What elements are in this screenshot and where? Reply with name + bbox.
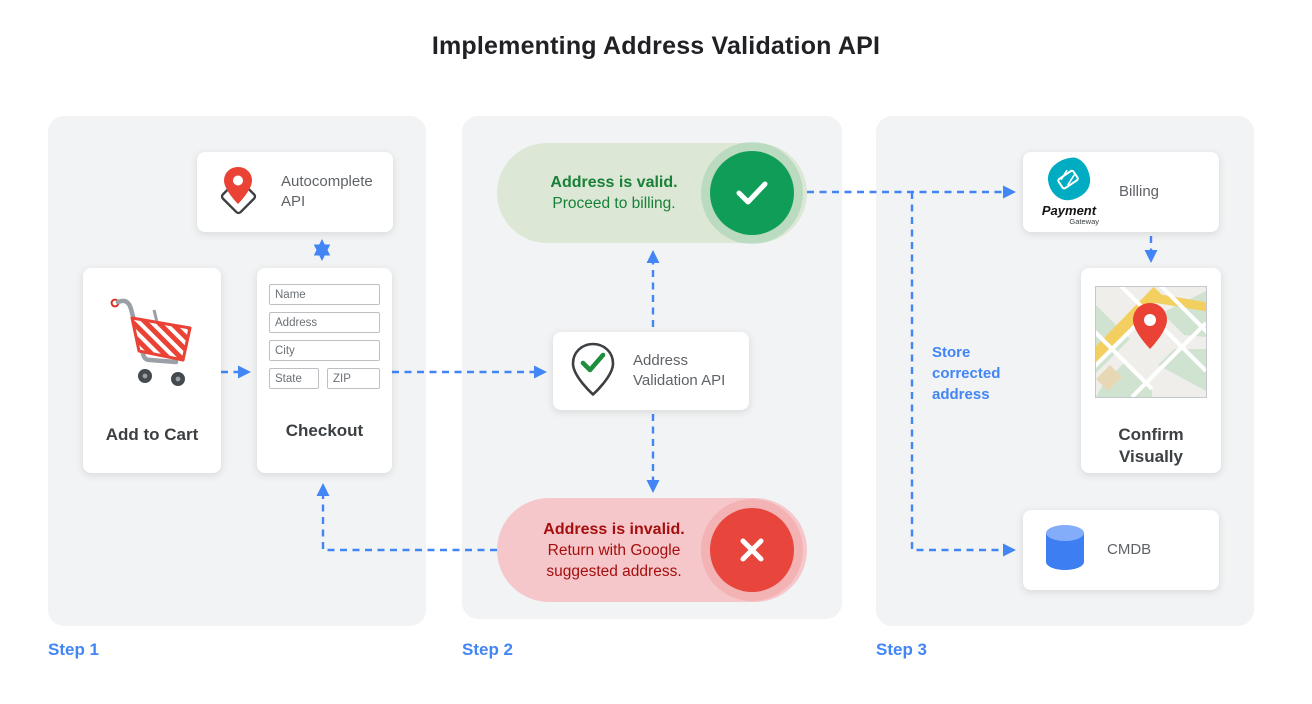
page-title: Implementing Address Validation API	[431, 32, 881, 60]
address-valid-title: Address is valid.	[550, 174, 678, 191]
checkout-card: Checkout	[257, 268, 392, 473]
cmdb-card: CMDB	[1023, 510, 1219, 590]
address-invalid-text: Address is invalid. Return with Google s…	[519, 498, 709, 602]
checkout-form	[257, 268, 392, 389]
map-pin-diamond-icon	[209, 161, 267, 224]
address-invalid-subtitle: Return with Google suggested address.	[546, 541, 682, 580]
payment-gateway-blob-icon	[1045, 155, 1093, 203]
confirm-visually-card: Confirm Visually	[1081, 268, 1221, 473]
database-cylinder-icon	[1041, 522, 1089, 579]
map-thumbnail	[1095, 286, 1207, 398]
name-field	[269, 284, 380, 305]
payment-gateway-title: Payment	[1041, 203, 1097, 218]
zip-field	[327, 368, 380, 389]
address-valid-text: Address is valid. Proceed to billing.	[519, 143, 709, 243]
payment-gateway-subtitle: Gateway	[1069, 217, 1099, 226]
billing-card: Payment Gateway Billing	[1023, 152, 1219, 232]
map-pin-check-icon	[567, 340, 619, 403]
address-validation-api-label: Address Validation API	[633, 352, 726, 389]
address-valid-pill: Address is valid. Proceed to billing.	[497, 143, 807, 243]
checkout-label: Checkout	[285, 421, 364, 440]
step3-label: Step 3	[876, 640, 928, 659]
add-to-cart-label: Add to Cart	[105, 425, 199, 444]
shopping-cart-icon	[102, 288, 202, 397]
x-circle-icon	[710, 508, 794, 592]
add-to-cart-card: Add to Cart	[83, 268, 221, 473]
step1-label: Step 1	[48, 640, 100, 659]
autocomplete-api-label: Autocomplete API	[281, 173, 373, 210]
address-valid-subtitle: Proceed to billing.	[552, 195, 676, 212]
store-corrected-address-note: Store corrected address	[932, 344, 1001, 403]
state-field	[269, 368, 319, 389]
billing-label: Billing	[1119, 183, 1160, 200]
autocomplete-api-card: Autocomplete API	[197, 152, 393, 232]
address-invalid-title: Address is invalid.	[543, 520, 685, 538]
city-field	[269, 340, 380, 361]
address-field	[269, 312, 380, 333]
step2-label: Step 2	[462, 640, 514, 659]
cmdb-label: CMDB	[1107, 541, 1152, 558]
address-invalid-pill: Address is invalid. Return with Google s…	[497, 498, 807, 602]
confirm-visually-label: Confirm Visually	[1118, 425, 1184, 466]
payment-gateway-logo: Payment Gateway	[1033, 155, 1105, 226]
address-validation-api-card: Address Validation API	[553, 332, 749, 410]
check-circle-icon	[710, 151, 794, 235]
